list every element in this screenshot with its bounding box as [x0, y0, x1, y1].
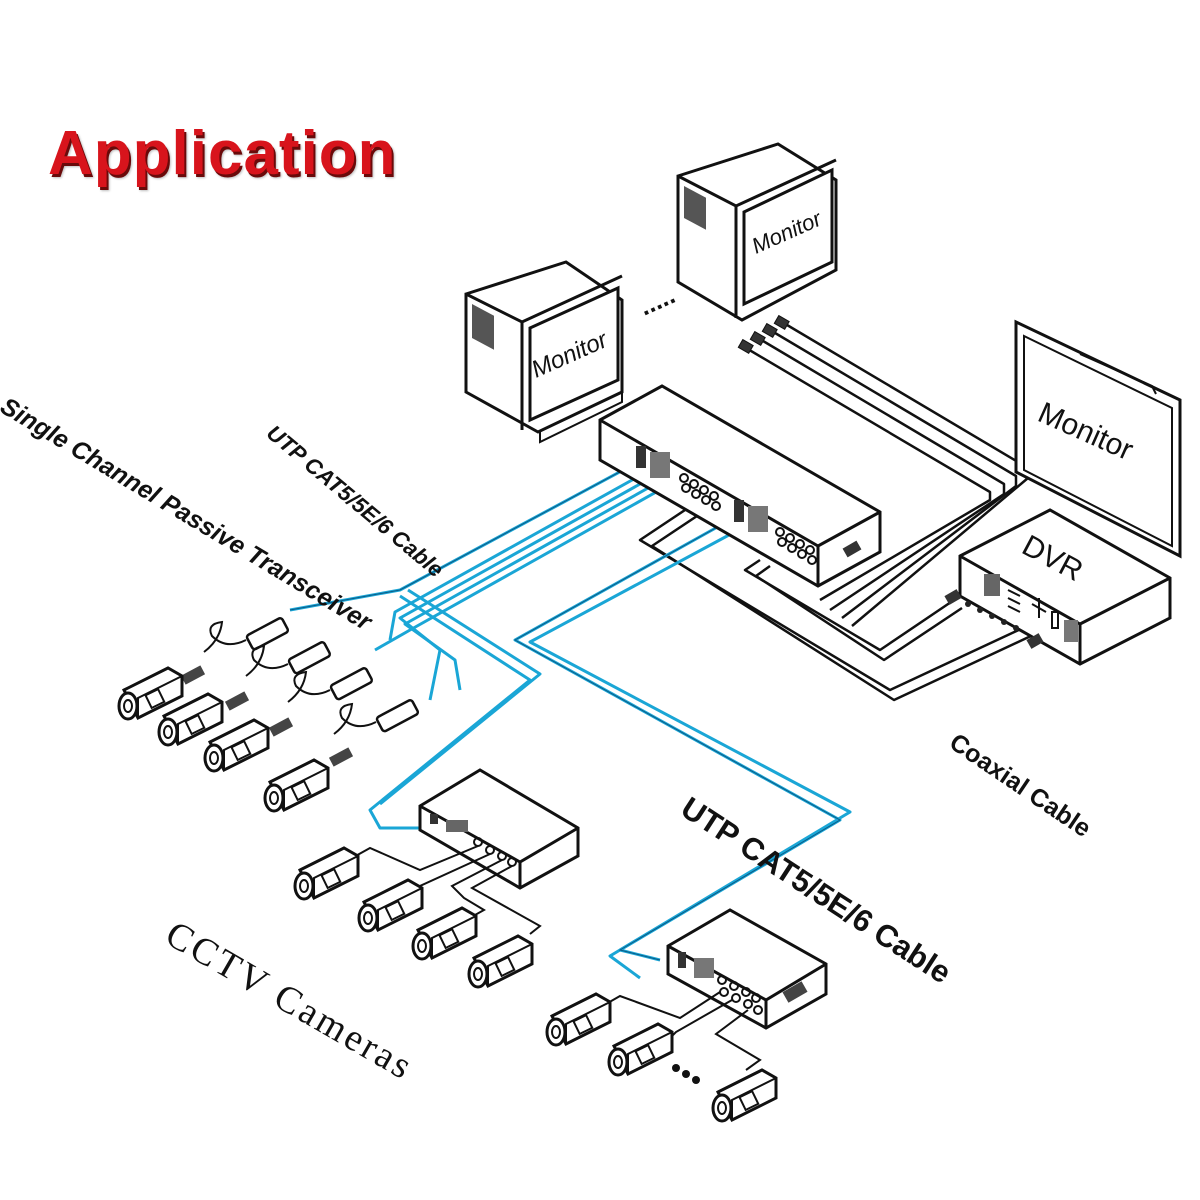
monitor-ellipsis: .....: [634, 279, 679, 321]
passive-transceivers: [180, 615, 421, 767]
cameras-group-1: [117, 666, 330, 813]
monitor-center: Monitor: [676, 142, 838, 322]
monitor-left: Monitor: [464, 260, 624, 444]
coax-connectors-monitor: [737, 314, 790, 355]
monitor-right: Monitor: [1014, 319, 1182, 559]
dvr: DVR: [944, 508, 1172, 666]
coaxial-cables: [638, 320, 1049, 702]
cameras-group-3: [545, 992, 778, 1123]
utp-cables-shadow: [289, 459, 842, 961]
main-video-hub: [598, 384, 882, 588]
diagram-title: Application: [48, 119, 397, 188]
